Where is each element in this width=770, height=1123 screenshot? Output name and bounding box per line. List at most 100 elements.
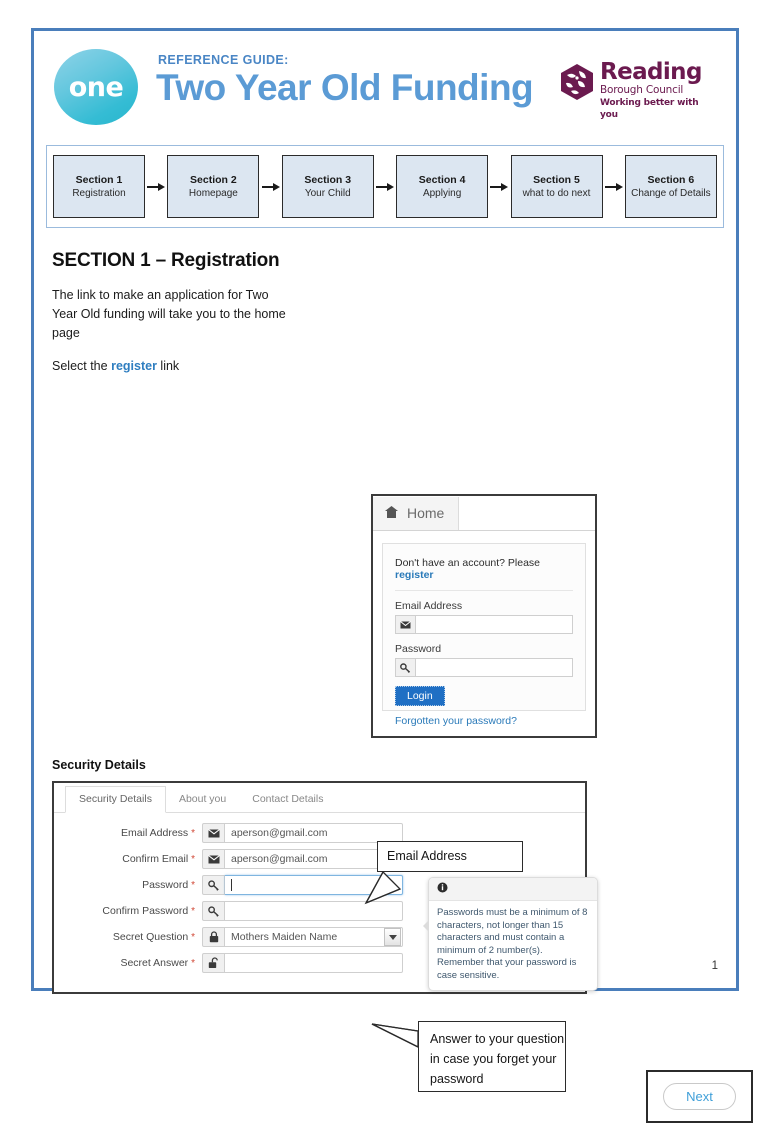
flow-box-sub: Applying (422, 187, 462, 199)
flow-box-title: Section 4 (418, 173, 466, 186)
required-marker: * (191, 880, 195, 891)
form-field-input[interactable] (225, 953, 403, 973)
next-button-screenshot: Next (646, 1070, 753, 1123)
login-email-row (395, 615, 573, 634)
password-rules-tooltip: Passwords must be a minimum of 8 charact… (423, 877, 598, 991)
reading-borough-council-logo: Reading Borough Council Working better w… (558, 61, 718, 120)
account-prompt-text: Don't have an account? Please (395, 557, 541, 569)
form-field-label: Secret Question * (54, 931, 202, 943)
form-field-label: Secret Answer * (54, 957, 202, 969)
form-field-label-text: Password (142, 879, 189, 891)
form-field-label: Email Address * (54, 827, 202, 839)
flow-box-sub: Your Child (304, 187, 351, 199)
council-emblem-icon (558, 63, 596, 106)
section-heading: SECTION 1 – Registration (52, 250, 280, 271)
flow-arrow-5 (604, 182, 624, 191)
security-details-label: Security Details (52, 758, 146, 772)
form-field-input[interactable]: aperson@gmail.com (225, 849, 403, 869)
form-field-label: Confirm Email * (54, 853, 202, 865)
flow-box-sub: what to do next (522, 187, 591, 199)
flow-arrow-2 (261, 182, 281, 191)
flow-box-title: Section 1 (75, 173, 123, 186)
login-password-label: Password (395, 643, 442, 655)
form-field-label: Password * (54, 879, 202, 891)
form-tab-about-you[interactable]: About you (178, 793, 227, 805)
flow-box-title: Section 2 (190, 173, 237, 186)
login-button[interactable]: Login (395, 686, 445, 706)
council-name: Reading (600, 59, 702, 85)
form-field-label-text: Confirm Email (122, 853, 189, 865)
form-field-input[interactable]: aperson@gmail.com (225, 823, 403, 843)
padlock-open-icon (202, 953, 225, 973)
envelope-icon (202, 823, 225, 843)
form-field-label: Confirm Password * (54, 905, 202, 917)
tab-home[interactable]: Home (373, 496, 460, 530)
council-wordmark: Reading Borough Council Working better w… (600, 61, 718, 121)
key-icon (395, 658, 416, 677)
form-row: Secret Question * Mothers Maiden Name (54, 926, 585, 948)
council-strapline: Working better with you (600, 98, 699, 120)
form-row: Email Address * aperson@gmail.com (54, 822, 585, 844)
forgot-password-link[interactable]: Forgotten your password? (395, 715, 517, 727)
register-link[interactable]: register (395, 569, 434, 581)
form-tab-security-details[interactable]: Security Details (65, 786, 166, 813)
required-marker: * (191, 932, 195, 943)
text-caret (231, 879, 232, 891)
form-field-label-text: Email Address (121, 827, 189, 839)
form-row: Secret Answer * (54, 952, 585, 974)
select-register-line: Select the register link (52, 357, 292, 376)
flow-arrow-4 (489, 182, 509, 191)
form-row: Confirm Email * aperson@gmail.com (54, 848, 585, 870)
select-suffix: link (156, 359, 180, 373)
required-marker: * (191, 828, 195, 839)
form-field-select[interactable]: Mothers Maiden Name (225, 927, 403, 947)
key-icon (202, 901, 225, 921)
padlock-closed-icon (202, 927, 225, 947)
chevron-down-icon[interactable] (384, 928, 401, 946)
login-tabbar: Home (373, 496, 595, 531)
login-screenshot: Home Don't have an account? Please regis… (371, 494, 597, 738)
form-field-label-text: Secret Answer (120, 957, 189, 969)
tab-home-label: Home (407, 505, 445, 521)
register-link-reference: register (111, 359, 157, 373)
flow-arrow-3 (375, 182, 395, 191)
login-email-input[interactable] (416, 615, 573, 634)
login-password-row (395, 658, 573, 677)
intro-paragraph: The link to make an application for Two … (52, 288, 286, 340)
form-field-label-text: Confirm Password (102, 905, 189, 917)
flow-box-sub: Registration (72, 187, 126, 199)
login-password-input[interactable] (416, 658, 573, 677)
one-logo: one (54, 49, 138, 125)
next-button[interactable]: Next (663, 1083, 736, 1110)
form-row: Password * (54, 874, 585, 896)
form-tabs: Security Details About you Contact Details (54, 783, 585, 813)
flow-box-title: Section 5 (533, 173, 580, 186)
document-body: SECTION 1 – Registration The link to mak… (46, 250, 753, 1123)
required-marker: * (191, 958, 195, 969)
one-logo-text: one (68, 71, 124, 103)
intro-text-block: The link to make an application for Two … (52, 286, 292, 376)
envelope-icon (395, 615, 416, 634)
document-header: one REFERENCE GUIDE: Two Year Old Fundin… (46, 39, 724, 135)
required-marker: * (191, 854, 195, 865)
required-marker: * (191, 906, 195, 917)
form-field-input[interactable] (225, 875, 403, 895)
page-title: Two Year Old Funding (156, 67, 534, 108)
form-field-input[interactable] (225, 901, 403, 921)
form-field-label-text: Secret Question (112, 931, 189, 943)
form-tab-contact-details[interactable]: Contact Details (252, 793, 324, 805)
flow-box-sub: Homepage (188, 187, 238, 199)
reference-guide-kicker: REFERENCE GUIDE: (158, 53, 289, 67)
flow-box-title: Section 6 (647, 173, 695, 186)
tooltip-text: Passwords must be a minimum of 8 charact… (437, 907, 588, 981)
select-prefix: Select the (52, 359, 112, 373)
tooltip-arrow (423, 920, 429, 932)
